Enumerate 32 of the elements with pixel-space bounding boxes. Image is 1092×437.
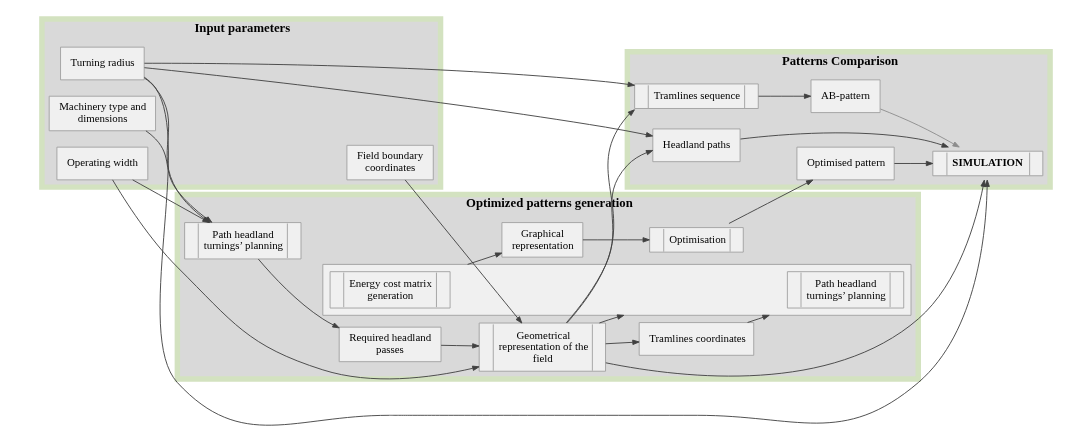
arrow bbox=[758, 93, 812, 99]
arrow bbox=[440, 343, 480, 349]
node-box: Field boundary coordinates bbox=[346, 144, 434, 181]
node-box: Required headland passes bbox=[338, 326, 442, 363]
arrow bbox=[143, 62, 635, 88]
arrow bbox=[132, 179, 210, 223]
arrow bbox=[565, 150, 654, 324]
arrow bbox=[112, 179, 480, 380]
node-box: Headland paths bbox=[652, 128, 741, 163]
node-box: Machinery type and dimensions bbox=[48, 95, 156, 132]
node-box: AB-pattern bbox=[810, 79, 881, 114]
arrow bbox=[605, 179, 986, 377]
arrow bbox=[144, 67, 654, 138]
arrow bbox=[880, 108, 960, 148]
arrow bbox=[598, 314, 625, 324]
arrow bbox=[467, 252, 503, 265]
arrow bbox=[740, 132, 949, 148]
arrow bbox=[566, 109, 635, 324]
node-box: Optimised pattern bbox=[796, 146, 895, 181]
arrow bbox=[605, 339, 640, 345]
arrow bbox=[728, 179, 814, 224]
arrow bbox=[257, 258, 340, 329]
node-box: Operating width bbox=[56, 146, 149, 181]
cluster bbox=[322, 263, 912, 316]
arrow bbox=[582, 237, 650, 243]
node-box: Turning radius bbox=[60, 46, 145, 81]
arrow bbox=[747, 314, 770, 323]
arrow bbox=[893, 160, 934, 167]
arrow bbox=[143, 76, 990, 426]
node-box: Tramlines coordinates bbox=[638, 322, 755, 356]
arrow bbox=[404, 179, 523, 324]
node-box: Graphical representation bbox=[501, 222, 584, 258]
